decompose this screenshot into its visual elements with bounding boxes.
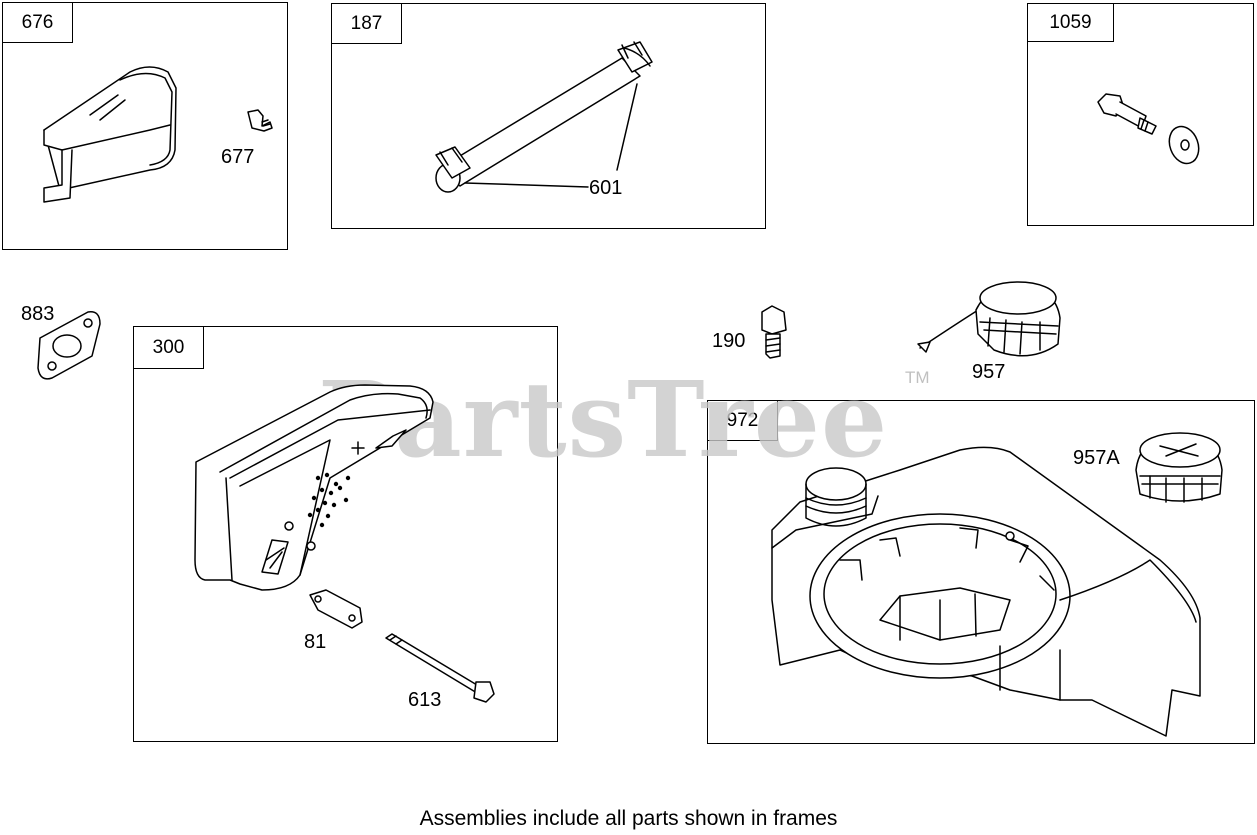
fuel-cap-957-part bbox=[918, 282, 1060, 356]
bolt-613-part bbox=[386, 634, 494, 702]
callout-883: 883 bbox=[21, 303, 55, 325]
fuel-tank-part bbox=[772, 447, 1200, 736]
callout-601: 601 bbox=[589, 177, 623, 199]
frame-label-1059: 1059 bbox=[1028, 4, 1114, 42]
callout-957a: 957A bbox=[1073, 447, 1120, 469]
bolt-190-part bbox=[762, 306, 786, 358]
frame-1059: 1059 bbox=[1027, 3, 1254, 226]
callout-190: 190 bbox=[712, 330, 746, 352]
frame-label-676: 676 bbox=[3, 3, 73, 43]
screw-677-part bbox=[248, 110, 272, 131]
frame-label-972: 972 bbox=[708, 401, 778, 441]
tube-part bbox=[436, 42, 652, 192]
bolt-and-washer-part bbox=[1098, 94, 1204, 168]
trademark-mark: TM bbox=[905, 368, 930, 387]
callout-677: 677 bbox=[221, 146, 255, 168]
callout-81: 81 bbox=[304, 631, 327, 653]
fuel-cap-957a-part bbox=[1136, 433, 1222, 502]
muffler-part bbox=[195, 385, 433, 590]
callout-613: 613 bbox=[408, 689, 442, 711]
gasket-part bbox=[38, 312, 100, 379]
frame-label-300: 300 bbox=[134, 327, 204, 369]
callout-957: 957 bbox=[972, 361, 1006, 383]
footer-note: Assemblies include all parts shown in fr… bbox=[419, 807, 838, 830]
shield-bracket-part bbox=[44, 67, 176, 202]
frame-label-187: 187 bbox=[332, 4, 402, 44]
bracket-81-part bbox=[310, 590, 362, 628]
